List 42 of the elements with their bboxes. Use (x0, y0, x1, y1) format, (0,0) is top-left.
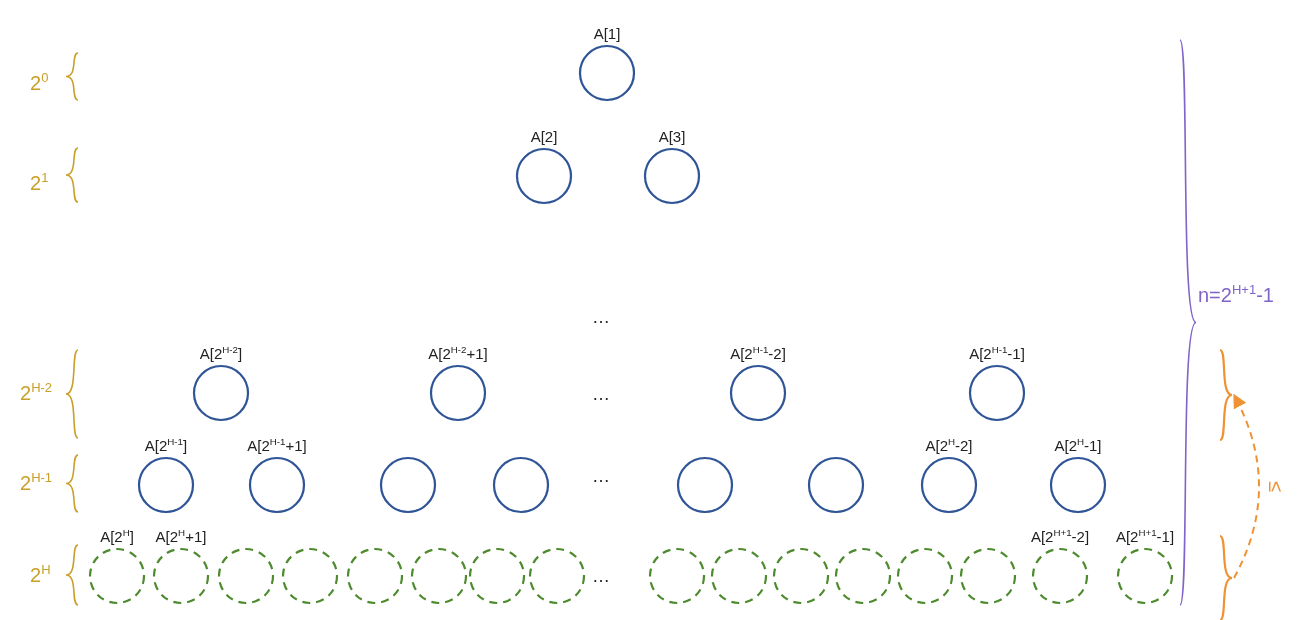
dashed-circle (410, 547, 468, 605)
index-label: A[2$^{H+1}$-1] (1115, 527, 1175, 545)
heap-node-circle (492, 456, 550, 514)
dashed-circle (834, 547, 892, 605)
heap-node-circle (379, 456, 437, 514)
index-label: A[3] (658, 128, 686, 145)
dashed-circle (896, 547, 954, 605)
index-label: A[2$^{H}$+1] (155, 527, 207, 545)
index-label: A[2$^{H-1}$+1] (247, 436, 307, 454)
index-label: A[2$^{H-1}$-1] (969, 344, 1025, 362)
dashed-circle (281, 547, 339, 605)
level-count: 2$^{H-1}$ (20, 470, 53, 495)
index-label: A[2$^{H-1}$] (144, 436, 188, 454)
dashed-circle (528, 547, 586, 605)
dashed-circle (710, 547, 768, 605)
total-count: n=2$^{H+1}$-1 (1198, 282, 1274, 307)
index-label: A[2$^{H}$] (100, 527, 134, 545)
level-count: 2$^{0}$ (30, 70, 49, 95)
index-label: A[2$^{H}$-2] (925, 436, 973, 454)
dashed-circle (346, 547, 404, 605)
level-count: 2$^{H}$ (30, 562, 51, 587)
ellipsis: … (592, 384, 610, 405)
ellipsis: … (592, 566, 610, 587)
index-label: A[2$^{H-2}$+1] (428, 344, 488, 362)
dashed-circle (217, 547, 275, 605)
index-label: A[2$^{H-1}$-2] (730, 344, 786, 362)
ellipsis: … (592, 466, 610, 487)
ellipsis: … (592, 307, 610, 328)
index-label: A[2$^{H+1}$-2] (1030, 527, 1090, 545)
index-label: A[1] (593, 25, 621, 42)
heap-node-circle (807, 456, 865, 514)
dashed-circle (468, 547, 526, 605)
index-label: A[2$^{H-2}$] (199, 344, 243, 362)
heap-node-circle (676, 456, 734, 514)
dashed-circle (772, 547, 830, 605)
level-count: 2$^{1}$ (30, 170, 49, 195)
level-count: 2$^{H-2}$ (20, 380, 53, 405)
dashed-arrow (1233, 393, 1260, 579)
index-label: A[2] (530, 128, 558, 145)
index-label: A[2$^{H}$-1] (1054, 436, 1102, 454)
dashed-circle (648, 547, 706, 605)
dashed-circle (959, 547, 1017, 605)
